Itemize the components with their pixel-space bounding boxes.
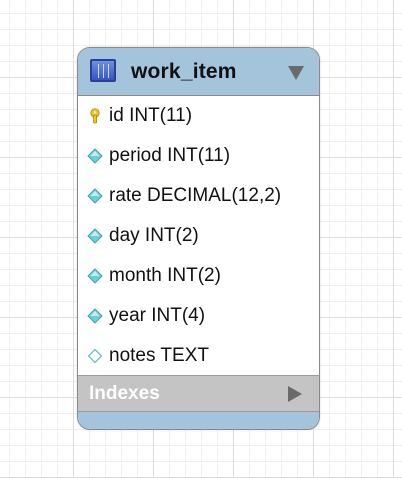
column-label: id INT(11) (109, 105, 193, 126)
column-row-year[interactable]: year INT(4) (78, 296, 319, 336)
column-row-period[interactable]: period INT(11) (78, 136, 319, 176)
column-not-null-icon (87, 308, 103, 324)
collapse-triangle-icon[interactable] (288, 66, 304, 80)
table-name: work_item (131, 60, 237, 83)
column-not-null-icon (87, 148, 103, 164)
table-footer (78, 412, 319, 429)
indexes-section-toggle[interactable]: Indexes (78, 375, 319, 412)
column-row-id[interactable]: id INT(11) (78, 96, 319, 136)
column-not-null-icon (87, 268, 103, 284)
primary-key-icon (90, 108, 100, 124)
expand-triangle-icon[interactable] (288, 386, 302, 402)
column-label: period INT(11) (109, 145, 231, 166)
column-row-rate[interactable]: rate DECIMAL(12,2) (78, 176, 319, 216)
table-header[interactable]: work_item (78, 48, 319, 96)
column-label: rate DECIMAL(12,2) (109, 185, 282, 206)
column-row-day[interactable]: day INT(2) (78, 216, 319, 256)
column-row-month[interactable]: month INT(2) (78, 256, 319, 296)
column-label: year INT(4) (109, 305, 206, 326)
column-list: id INT(11) period INT(11) rate DECIMAL(1… (78, 96, 319, 376)
column-label: day INT(2) (109, 225, 199, 246)
column-label: month INT(2) (109, 265, 221, 286)
column-not-null-icon (87, 188, 103, 204)
column-label: notes TEXT (109, 345, 209, 366)
column-nullable-icon (87, 348, 103, 364)
table-card-work-item[interactable]: work_item id INT(11) period INT(11) ra (77, 47, 320, 430)
column-row-notes[interactable]: notes TEXT (78, 336, 319, 376)
column-not-null-icon (87, 228, 103, 244)
table-icon (90, 59, 116, 82)
indexes-label: Indexes (89, 383, 160, 404)
